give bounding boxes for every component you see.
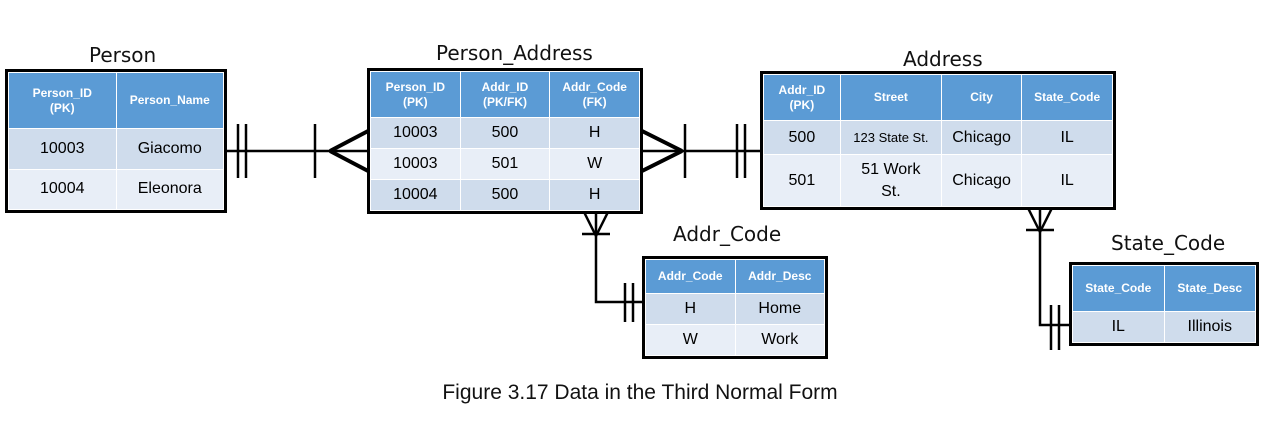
state-code-table: State_Code State_Desc IL Illinois xyxy=(1072,265,1256,343)
table-row: 10004 Eleonora xyxy=(8,168,224,210)
table-cell: 51 Work St. xyxy=(839,154,942,207)
table-cell: H xyxy=(549,117,640,149)
person-address-to-addr-code-line xyxy=(594,212,644,304)
column-header: City xyxy=(940,74,1023,121)
address-table: Addr_ID (PK) Street City State_Code 500 … xyxy=(763,74,1113,207)
state-code-crowfoot-right xyxy=(1038,207,1054,233)
table-row: 10004 500 H xyxy=(370,179,640,211)
column-header: Addr_Desc xyxy=(734,259,825,294)
table-cell: 500 xyxy=(459,179,551,211)
column-header: Street xyxy=(839,74,942,121)
person-address-crowfoot-top xyxy=(329,128,371,153)
addr-code-crowfoot-right xyxy=(594,211,610,237)
table-row: IL Illinois xyxy=(1072,311,1256,343)
person-title: Person xyxy=(89,43,157,67)
state-code-crowfoot-left xyxy=(1026,207,1042,233)
table-cell: 10004 xyxy=(8,168,117,210)
table-cell: 501 xyxy=(459,148,551,180)
column-header: Addr_Code (FK) xyxy=(549,71,640,118)
table-cell: Illinois xyxy=(1163,311,1256,343)
column-header: State_Code xyxy=(1021,74,1113,121)
table-cell: Giacomo xyxy=(115,128,224,170)
table-cell: Work xyxy=(734,324,825,356)
column-header: Addr_ID (PK/FK) xyxy=(459,71,551,118)
column-header: Addr_ID (PK) xyxy=(763,74,841,121)
table-row: H Home xyxy=(645,293,825,325)
table-row: 10003 501 W xyxy=(370,148,640,180)
addr-code-entity: Addr_Code Addr_Desc H Home W Work xyxy=(642,256,828,359)
person-entity: Person_ID (PK) Person_Name 10003 Giacomo… xyxy=(5,69,227,213)
table-cell: 123 State St. xyxy=(839,120,942,155)
table-cell: Eleonora xyxy=(115,168,224,210)
table-cell: 10003 xyxy=(8,128,117,170)
person-address-entity: Person_ID (PK) Addr_ID (PK/FK) Addr_Code… xyxy=(367,68,643,214)
address-entity: Addr_ID (PK) Street City State_Code 500 … xyxy=(760,71,1116,210)
table-cell: 500 xyxy=(459,117,551,149)
table-row: 500 123 State St. Chicago IL xyxy=(763,120,1113,155)
table-cell: Chicago xyxy=(940,154,1023,207)
table-cell: W xyxy=(549,148,640,180)
address-to-state-code-line xyxy=(1038,208,1071,327)
person-address-crowfoot-bottom xyxy=(329,149,371,174)
column-header: State_Code xyxy=(1072,265,1165,312)
person-address-crowfoot-top-right xyxy=(639,128,683,153)
table-cell: W xyxy=(645,324,736,356)
address-title: Address xyxy=(903,47,983,71)
table-row: 501 51 Work St. Chicago IL xyxy=(763,154,1113,207)
addr-code-crowfoot-left xyxy=(582,211,598,237)
table-cell: 501 xyxy=(763,154,841,207)
table-cell: Chicago xyxy=(940,120,1023,155)
table-cell: IL xyxy=(1021,154,1113,207)
table-cell: IL xyxy=(1072,311,1165,343)
table-cell: 10003 xyxy=(370,148,461,180)
person-address-crowfoot-bottom-right xyxy=(639,149,683,174)
column-header: Person_ID (PK) xyxy=(8,72,117,129)
person-address-table: Person_ID (PK) Addr_ID (PK/FK) Addr_Code… xyxy=(370,71,640,211)
table-cell: H xyxy=(645,293,736,325)
state-code-entity: State_Code State_Desc IL Illinois xyxy=(1069,262,1259,346)
column-header: State_Desc xyxy=(1163,265,1256,312)
table-cell: 10004 xyxy=(370,179,461,211)
table-row: 10003 Giacomo xyxy=(8,128,224,170)
table-row: W Work xyxy=(645,324,825,356)
table-cell: 10003 xyxy=(370,117,461,149)
column-header: Person_ID (PK) xyxy=(370,71,461,118)
table-cell: H xyxy=(549,179,640,211)
column-header: Addr_Code xyxy=(645,259,736,294)
addr-code-title: Addr_Code xyxy=(673,222,782,246)
person-address-title: Person_Address xyxy=(436,41,593,65)
figure-caption: Figure 3.17 Data in the Third Normal For… xyxy=(442,381,838,404)
person-table: Person_ID (PK) Person_Name 10003 Giacomo… xyxy=(8,72,224,210)
column-header: Person_Name xyxy=(115,72,224,129)
table-cell: IL xyxy=(1021,120,1113,155)
state-code-title: State_Code xyxy=(1111,231,1226,255)
table-cell: Home xyxy=(734,293,825,325)
addr-code-table: Addr_Code Addr_Desc H Home W Work xyxy=(645,259,825,356)
table-cell: 500 xyxy=(763,120,841,155)
table-row: 10003 500 H xyxy=(370,117,640,149)
